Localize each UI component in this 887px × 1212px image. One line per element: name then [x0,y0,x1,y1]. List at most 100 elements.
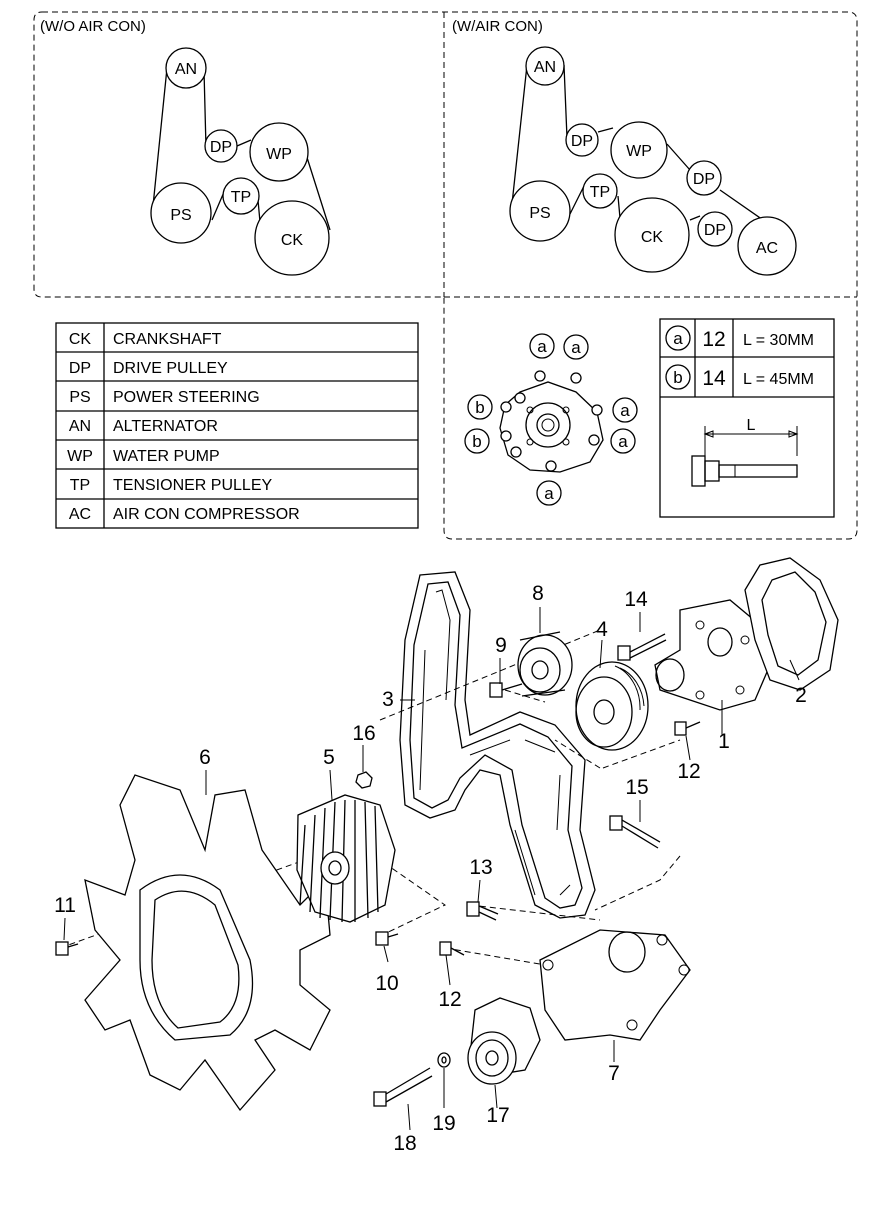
part-number: 9 [495,634,507,657]
bolt-marker: a [620,401,630,420]
part-number: 6 [199,746,211,769]
pulley-dp [565,123,599,157]
spec-length: L = 45MM [743,371,814,388]
part-number: 11 [54,894,76,917]
legend-name: DRIVE PULLEY [113,360,228,377]
spec-part: 12 [702,328,725,351]
bolt-11 [55,941,79,956]
pulley-dp [697,211,733,247]
legend-code: WP [67,448,93,465]
pulley-an [525,46,565,86]
legend-name: AIR CON COMPRESSOR [113,506,300,523]
part-number: 5 [323,746,335,769]
legend-name: ALTERNATOR [113,418,218,435]
part-number: 12 [677,760,700,783]
legend-name: CRANKSHAFT [113,331,222,348]
spec-length: L = 30MM [743,332,814,349]
legend-code: CK [69,331,92,348]
bolt-10 [375,931,399,946]
pulley-tp [582,173,618,209]
bolt-marker: a [544,484,554,503]
washer-19 [437,1052,451,1068]
pulley-label: WP [626,143,652,160]
part-number: 4 [596,618,608,641]
bolt-marker: b [472,432,481,451]
water-pump-pulley [575,661,649,751]
bolt-marker: a [571,338,581,357]
tensioner-bracket [539,929,691,1041]
pulley-dp [686,160,722,196]
pulley-label: TP [590,184,610,201]
pulley-ck [614,197,690,273]
part-number: 1 [718,730,730,753]
tensioner-pulley [467,997,541,1085]
pulley-dp [204,129,238,163]
pulley-label: DP [704,222,726,239]
drive-belt [399,571,596,919]
bolt-spec-table: a 12 L = 30MM b 14 L = 45MM L [659,318,835,518]
pulley-ps [509,180,571,242]
dimension-label: L [747,417,756,434]
bolt-marker: a [618,432,628,451]
bolt-13 [466,901,499,921]
bolt-marker: b [475,398,484,417]
pulley-label: CK [641,229,664,246]
part-number: 12 [438,988,461,1011]
part-number: 15 [625,776,648,799]
cooling-fan [84,774,331,1112]
pulley-label: CK [281,232,304,249]
part-number: 13 [469,856,492,879]
with-ac-title: (W/AIR CON) [452,18,543,35]
pulley-ac [737,216,797,276]
legend-code: DP [69,360,91,377]
bolt-dimension-drawing: L [691,417,799,487]
bolt-marker: a [537,337,547,356]
pulley-wp [610,121,668,179]
pulley-wp [249,122,309,182]
bolt-pattern-diagram: a a a a a b b [464,333,638,506]
legend-code: AN [69,418,91,435]
nut-16 [355,771,373,789]
pulley-label: PS [170,207,191,224]
bolt-heads [500,370,603,472]
pulley-tp [222,177,260,215]
pulley-label: TP [231,189,251,206]
bolt-12-lower [439,941,465,956]
pulley-label: DP [693,171,715,188]
pulley-ps [150,182,212,244]
bolt-15 [609,815,661,849]
spec-marker: a [673,329,683,348]
without-ac-title: (W/O AIR CON) [40,18,146,35]
spec-marker: b [673,368,682,387]
part-number: 3 [382,688,394,711]
part-number: 17 [486,1104,509,1127]
pulley-label: DP [210,139,232,156]
part-number: 18 [393,1132,416,1155]
bolt-9 [489,682,523,698]
bolt-14 [617,633,667,661]
fan-clutch [296,794,396,923]
pulley-label: PS [529,205,550,222]
spec-part: 14 [702,367,726,390]
pulley-label: DP [571,133,593,150]
pulley-label: AN [534,59,556,76]
legend-table: CK CRANKSHAFT DP DRIVE PULLEY PS POWER S… [55,322,419,529]
legend-name: WATER PUMP [113,448,220,465]
bolt-12-upper [674,721,701,736]
part-number: 10 [375,972,398,995]
pulley-label: AC [756,240,778,257]
legend-name: POWER STEERING [113,389,260,406]
part-number: 19 [432,1112,455,1135]
belt-diagram-with-ac: (W/AIR CON) AN DP WP DP PS TP CK DP AC [452,18,797,276]
pulley-an [165,47,207,89]
idler-pulley [517,631,573,697]
pulley-label: WP [266,146,292,163]
part-number: 2 [795,684,807,707]
legend-code: PS [69,389,90,406]
part-number: 8 [532,582,544,605]
water-pump-gasket [744,557,839,691]
belt-routing-frame [33,11,858,540]
legend-code: AC [69,506,91,523]
bolt-18 [373,1067,433,1107]
